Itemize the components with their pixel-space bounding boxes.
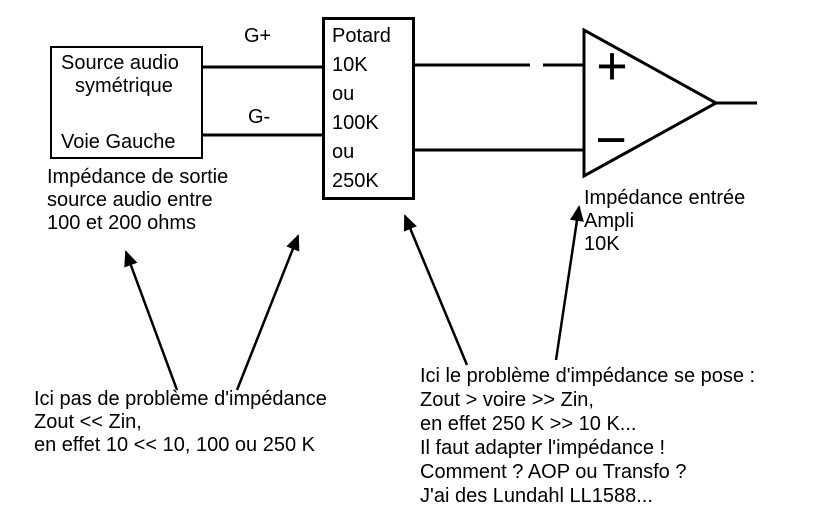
note-line: source audio entre xyxy=(47,189,213,211)
note-no-impedance-problem: Ici pas de problème d'impédance Zout << … xyxy=(34,388,327,457)
source-box-line-1: Source audio xyxy=(61,52,179,74)
note-line: Impédance de sortie xyxy=(47,166,229,188)
note-source-impedance: Impédance de sortie source audio entre 1… xyxy=(47,166,228,235)
potard-line: ou xyxy=(332,83,355,105)
note-ampli-impedance: Impédance entrée Ampli 10K xyxy=(584,187,745,256)
opamp-triangle xyxy=(582,27,720,179)
note-line: Zout << Zin, xyxy=(34,411,142,433)
note-line: 10K xyxy=(584,233,620,255)
potard-line: Potard xyxy=(332,25,391,47)
note-line: Ici pas de problème d'impédance xyxy=(34,388,327,410)
source-box-title: Source audio symétrique xyxy=(61,52,199,98)
arrow-to-left-wires xyxy=(235,234,300,391)
potard-line: 10K xyxy=(332,54,368,76)
note-line: Il faut adapter l'impédance ! xyxy=(420,437,666,459)
arrow-to-potard xyxy=(403,214,469,366)
potard-line: 250K xyxy=(332,170,379,192)
note-impedance-problem: Ici le problème d'impédance se pose : Zo… xyxy=(420,364,755,508)
note-line: J'ai des Lundahl LL1588... xyxy=(420,485,653,507)
note-line: Ici le problème d'impédance se pose : xyxy=(420,365,756,387)
note-line: Comment ? AOP ou Transfo ? xyxy=(420,461,687,483)
note-line: 100 et 200 ohms xyxy=(47,212,196,234)
note-line: Impédance entrée xyxy=(584,187,746,209)
potard-line: ou xyxy=(332,141,355,163)
source-box-line-2: symétrique xyxy=(75,75,173,97)
note-line: Ampli xyxy=(584,210,635,232)
arrow-to-opamp xyxy=(554,205,584,361)
note-line: Zout > voire >> Zin, xyxy=(420,389,594,411)
note-line: en effet 250 K >> 10 K... xyxy=(420,413,637,435)
potard-line: 100K xyxy=(332,112,379,134)
wire-label-g-minus: G- xyxy=(248,106,271,128)
potard-box: Potard 10K ou 100K ou 250K xyxy=(322,17,415,200)
wire-label-g-plus: G+ xyxy=(244,25,272,47)
source-audio-box: Source audio symétrique Voie Gauche xyxy=(50,46,203,159)
opamp-plus-icon: + xyxy=(596,36,628,96)
arrow-to-source-note xyxy=(124,250,179,391)
opamp-minus-icon: − xyxy=(595,110,627,170)
note-line: en effet 10 << 10, 100 ou 250 K xyxy=(34,434,315,456)
source-box-line-3: Voie Gauche xyxy=(61,131,176,153)
